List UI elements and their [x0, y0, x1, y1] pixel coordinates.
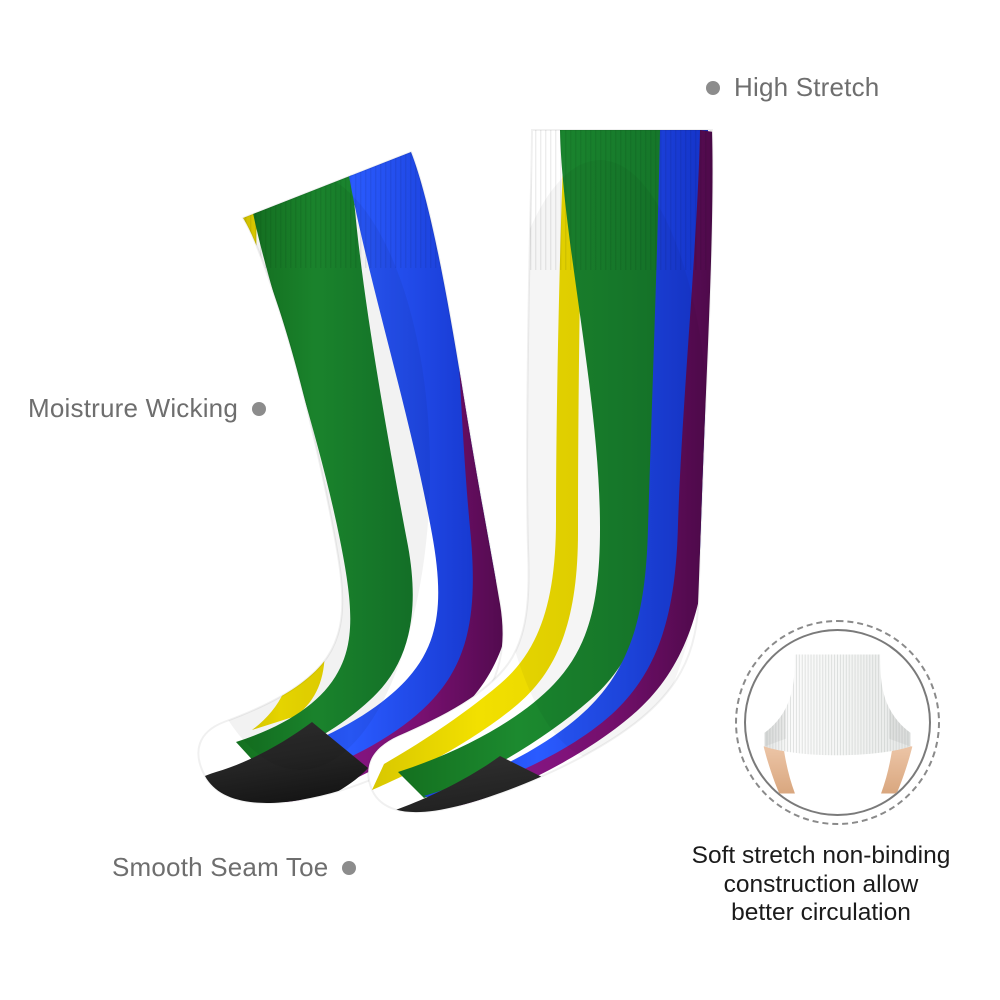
inset-caption-line-3: better circulation [731, 899, 911, 927]
stretch-detail-inset [735, 620, 940, 825]
callout-high-stretch: High Stretch [706, 72, 879, 103]
left-hand [763, 744, 795, 794]
callout-moisture-wicking: Moistrure Wicking [28, 393, 266, 424]
inset-solid-ring [744, 629, 931, 816]
bullet-dot-icon [342, 860, 357, 875]
callout-high-stretch-label: High Stretch [734, 72, 880, 102]
callout-moisture-wicking-label: Moistrure Wicking [28, 393, 238, 423]
left-sock-outline [197, 150, 504, 804]
inset-dashed-ring [735, 620, 940, 825]
bullet-dot-icon [706, 80, 720, 95]
right-sock [368, 130, 713, 813]
bullet-dot-icon [252, 401, 266, 416]
left-sock [198, 152, 503, 803]
callout-smooth-seam-toe-label: Smooth Seam Toe [112, 852, 329, 882]
right-sock-outline [367, 129, 714, 814]
inset-caption-line-1: Soft stretch non-binding [691, 842, 951, 869]
callout-smooth-seam-toe: Smooth Seam Toe [112, 852, 357, 883]
inset-caption-line-2: construction allow [723, 870, 919, 898]
inset-caption: Soft stretch non-binding construction al… [676, 842, 966, 928]
right-hand [881, 744, 913, 794]
stretched-cuff-illustration [763, 654, 913, 794]
